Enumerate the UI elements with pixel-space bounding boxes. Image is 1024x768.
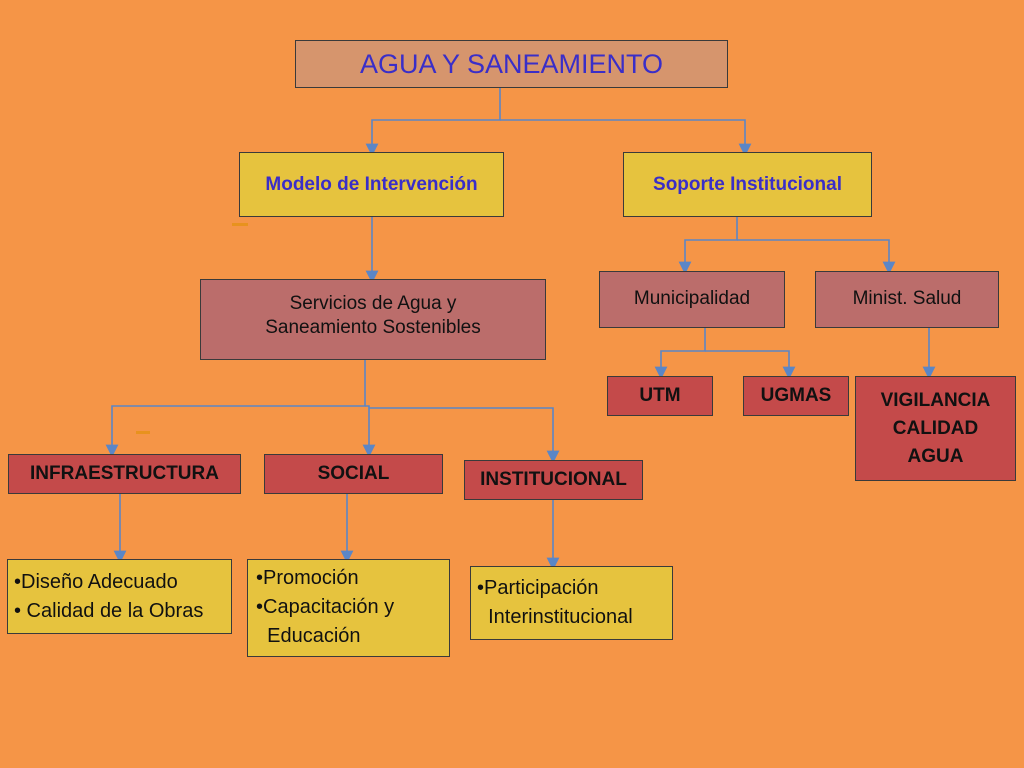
detail-item: Educación (256, 625, 361, 647)
vigilancia-line3: AGUA (907, 445, 964, 467)
decorative-dash (136, 431, 150, 434)
vigilancia-box: VIGILANCIA CALIDAD AGUA (855, 376, 1016, 481)
social-label: SOCIAL (317, 463, 390, 484)
soporte-institucional-label: Soporte Institucional (653, 173, 842, 195)
detail-item: • Calidad de la Obras (14, 600, 204, 622)
root-title-box: AGUA Y SANEAMIENTO (295, 40, 728, 88)
institucional-details: •Participación Interinstitucional (470, 566, 673, 640)
decorative-dash (232, 223, 248, 226)
servicios-box: Servicios de Agua y Saneamiento Sostenib… (200, 279, 546, 360)
infraestructura-details: •Diseño Adecuado • Calidad de la Obras (7, 559, 232, 634)
utm-box: UTM (607, 376, 713, 416)
root-title: AGUA Y SANEAMIENTO (359, 48, 664, 79)
minsalud-label: Minist. Salud (852, 288, 962, 309)
social-details: •Promoción •Capacitación y Educación (247, 559, 450, 657)
infraestructura-label: INFRAESTRUCTURA (30, 463, 219, 484)
detail-item: •Participación (477, 577, 599, 599)
social-box: SOCIAL (264, 454, 443, 494)
institucional-box: INSTITUCIONAL (464, 460, 643, 500)
utm-label: UTM (639, 385, 681, 406)
detail-item: •Diseño Adecuado (14, 571, 178, 593)
minsalud-box: Minist. Salud (815, 271, 999, 328)
infraestructura-box: INFRAESTRUCTURA (8, 454, 241, 494)
municipalidad-box: Municipalidad (599, 271, 785, 328)
ugmas-label: UGMAS (760, 385, 832, 406)
detail-item: •Capacitación y (256, 596, 395, 618)
vigilancia-line2: CALIDAD (892, 417, 979, 439)
modelo-intervencion-label: Modelo de Intervención (265, 173, 478, 195)
detail-item: •Promoción (256, 567, 359, 589)
institucional-label: INSTITUCIONAL (480, 469, 627, 490)
connector-root (365, 88, 501, 157)
servicios-label-line1: Servicios de Agua y (289, 293, 457, 314)
ugmas-box: UGMAS (743, 376, 849, 416)
servicios-label-line2: Saneamiento Sostenibles (265, 317, 481, 338)
modelo-intervencion-box: Modelo de Intervención (239, 152, 504, 217)
soporte-institucional-box: Soporte Institucional (623, 152, 872, 217)
municipalidad-label: Municipalidad (633, 288, 751, 309)
vigilancia-line1: VIGILANCIA (880, 389, 991, 411)
detail-item: Interinstitucional (477, 606, 633, 628)
